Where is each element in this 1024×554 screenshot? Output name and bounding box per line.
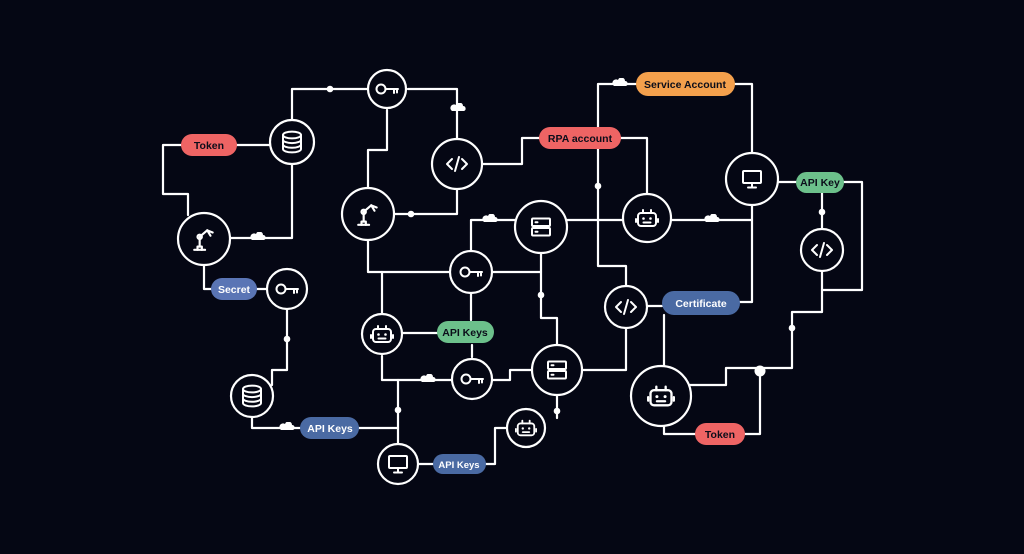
label-api-keys-bottom-left-text: API Keys: [307, 423, 353, 435]
node-server-lower: [530, 343, 584, 397]
label-api-key-right-text: API Key: [800, 177, 840, 189]
label-api-keys-bottom-text: API Keys: [438, 460, 479, 471]
node-robot-arm-left: [176, 211, 232, 267]
node-key-top: [366, 68, 408, 110]
node-bot-rpa: [621, 192, 673, 244]
node-monitor-bottom: [376, 442, 420, 486]
node-code-top: [430, 137, 484, 191]
label-token-bottom-text: Token: [705, 429, 735, 441]
label-secret: Secret: [211, 278, 257, 300]
node-bot-left: [360, 312, 404, 356]
label-rpa-account-text: RPA account: [548, 133, 613, 145]
label-secret-text: Secret: [218, 284, 251, 296]
label-api-key-right: API Key: [796, 172, 844, 193]
label-api-keys-bottom-left: API Keys: [300, 417, 359, 439]
node-bot-large: [629, 364, 693, 428]
node-robot-arm-center: [340, 186, 396, 242]
label-api-keys-middle: API Keys: [437, 321, 494, 343]
node-db-top: [268, 118, 316, 166]
node-code-right: [799, 227, 845, 273]
node-key-center: [448, 249, 494, 295]
node-monitor-right: [724, 151, 780, 207]
label-api-keys-middle-text: API Keys: [442, 327, 488, 339]
node-bot-small: [505, 407, 547, 449]
label-token-bottom: Token: [695, 423, 745, 445]
node-key-left: [265, 267, 309, 311]
label-token-top-text: Token: [194, 140, 224, 152]
label-service-account: Service Account: [636, 72, 735, 96]
label-api-keys-bottom: API Keys: [433, 454, 486, 474]
node-key-lower: [450, 357, 494, 401]
label-token-top: Token: [181, 134, 237, 156]
label-certificate-text: Certificate: [675, 298, 727, 310]
node-code-middle: [603, 284, 649, 330]
label-certificate: Certificate: [662, 291, 740, 315]
label-service-account-text: Service Account: [644, 79, 726, 91]
junction-dots: [283, 85, 826, 415]
label-rpa-account: RPA account: [539, 127, 621, 149]
node-server-center: [513, 199, 569, 255]
node-db-bottom-left: [229, 373, 275, 419]
